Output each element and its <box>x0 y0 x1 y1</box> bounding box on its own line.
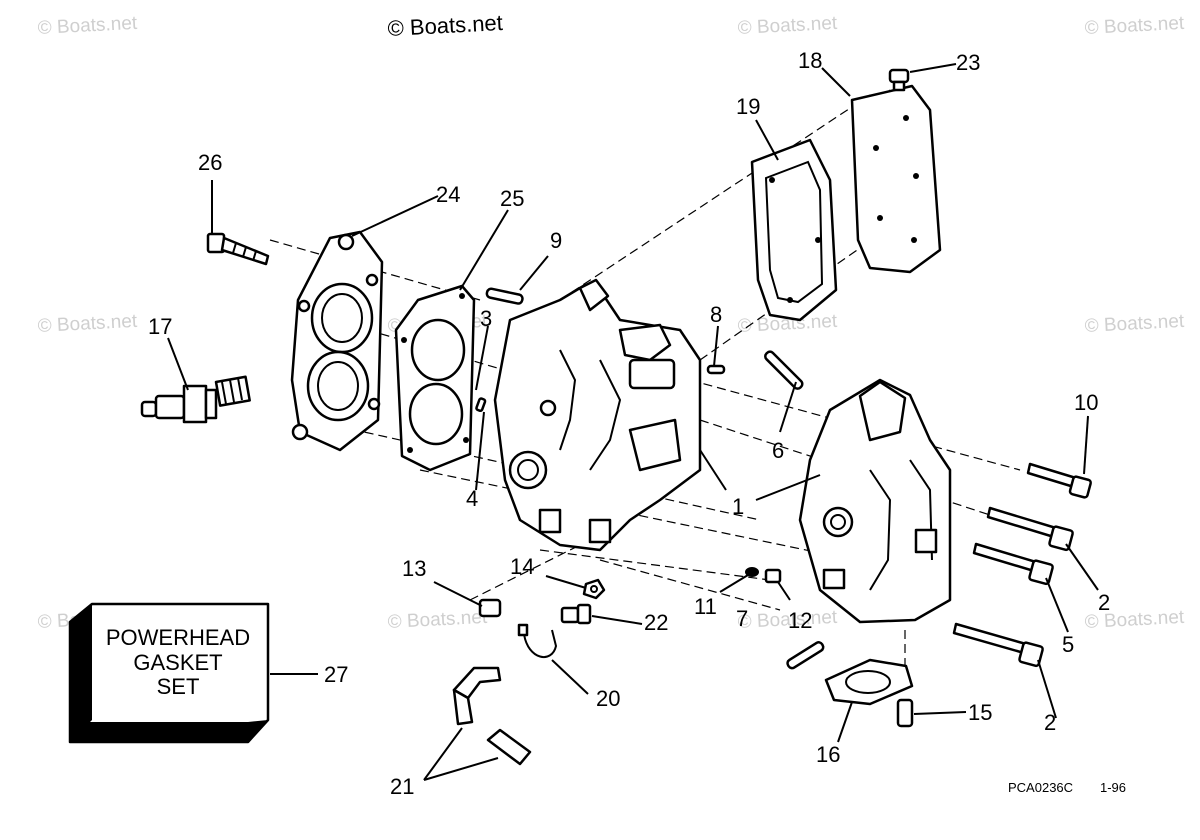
cylinder-block-1 <box>493 278 702 552</box>
callout-6: 6 <box>772 438 784 463</box>
gasket-19 <box>750 138 838 322</box>
pin-8 <box>706 364 726 375</box>
dowel-pin-9 <box>485 287 524 305</box>
callout-1: 1 <box>732 494 744 519</box>
plug-13 <box>478 598 502 618</box>
watermark: © Boats.net <box>37 311 138 337</box>
callout-22: 22 <box>644 610 668 635</box>
callout-5: 5 <box>1062 632 1074 657</box>
cover-plate-18 <box>850 84 942 274</box>
callout-24: 24 <box>436 182 460 207</box>
bolt-10 <box>1026 462 1092 499</box>
screw-15 <box>896 698 914 728</box>
bolt-5 <box>972 542 1054 586</box>
gasket-set-line-1: POWERHEAD <box>106 625 250 650</box>
watermark: © Boats.net <box>737 13 838 39</box>
gasket-set-line-3: SET <box>157 674 200 699</box>
callout-16: 16 <box>816 742 840 767</box>
callout-27: 27 <box>324 662 348 687</box>
footer: PCA0236C 1-96 <box>1008 780 1126 795</box>
callout-21: 21 <box>390 774 414 799</box>
callout-9: 9 <box>550 228 562 253</box>
callout-numbers: 26 17 24 25 9 3 4 8 6 1 19 18 23 10 2 5 … <box>148 48 1110 799</box>
watermark: © Boats.net <box>1084 13 1185 39</box>
callout-26: 26 <box>198 150 222 175</box>
callout-8: 8 <box>710 302 722 327</box>
watermark: © Boats.net <box>737 607 838 633</box>
bushing-12 <box>764 568 782 584</box>
washer-14 <box>582 578 606 600</box>
dowel-pin-6 <box>764 350 804 390</box>
callout-18: 18 <box>798 48 822 73</box>
spark-plug-17 <box>140 375 251 424</box>
bolt-2-lower <box>952 622 1044 668</box>
crankcase-1 <box>798 378 952 624</box>
callout-17: 17 <box>148 314 172 339</box>
callout-15: 15 <box>968 700 992 725</box>
watermark: © Boats.net <box>387 607 488 633</box>
revision-date: 1-96 <box>1100 780 1126 795</box>
clip-20 <box>517 623 558 658</box>
watermark: © Boats.net <box>1084 311 1185 337</box>
fitting-22 <box>560 603 592 625</box>
callout-13: 13 <box>402 556 426 581</box>
seal-plate-16 <box>824 658 914 706</box>
pin-3-4 <box>475 397 487 413</box>
callout-11: 11 <box>694 594 717 619</box>
callout-23: 23 <box>956 50 980 75</box>
callout-12: 12 <box>788 608 812 633</box>
screw-23 <box>888 68 910 92</box>
leader-lines <box>167 63 1099 781</box>
callout-10: 10 <box>1074 390 1098 415</box>
gasket-set-box-27: POWERHEAD GASKET SET <box>68 602 270 744</box>
callout-20: 20 <box>596 686 620 711</box>
callout-25: 25 <box>500 186 524 211</box>
callout-2-lower: 2 <box>1044 710 1056 735</box>
cylinder-head-24 <box>290 230 384 452</box>
watermark: © Boats.net <box>37 13 138 39</box>
bolt-2-upper <box>986 506 1074 552</box>
plug-11 <box>745 567 759 577</box>
part-code: PCA0236C <box>1008 780 1073 795</box>
hose-21 <box>452 666 532 766</box>
bolt-26 <box>206 232 270 266</box>
watermark-main: © Boats.net <box>387 10 503 41</box>
callout-2-upper: 2 <box>1098 590 1110 615</box>
dowel-pin-7 <box>786 641 825 670</box>
callout-14: 14 <box>510 554 534 579</box>
callout-4: 4 <box>466 486 478 511</box>
callout-3: 3 <box>480 306 492 331</box>
callout-7: 7 <box>736 606 748 631</box>
gasket-set-line-2: GASKET <box>133 650 222 675</box>
callout-19: 19 <box>736 94 760 119</box>
watermark: © Boats.net <box>1084 607 1185 633</box>
head-gasket-25 <box>394 284 476 472</box>
